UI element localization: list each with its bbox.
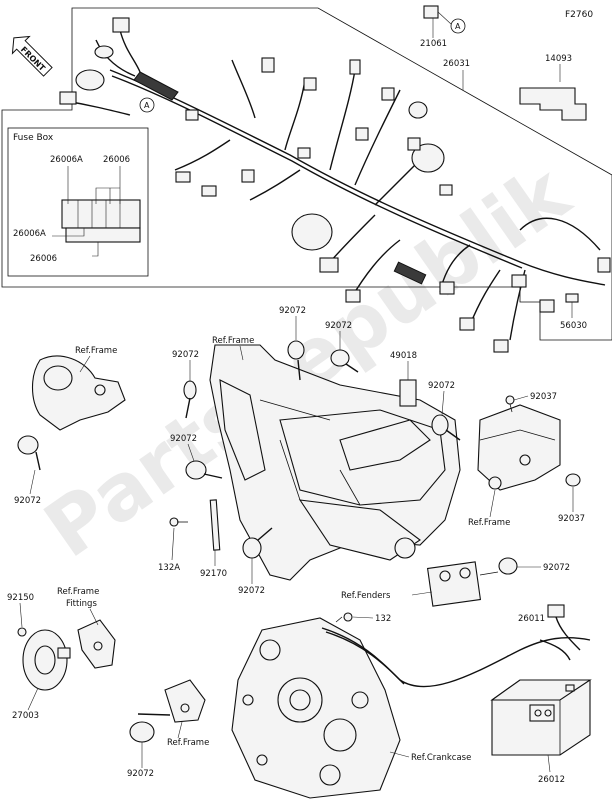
part-number-92170: 92170: [200, 569, 227, 579]
part-number-26011: 26011: [518, 614, 545, 624]
fuse-label-26006-top: 26006: [103, 155, 130, 165]
part-number-26012: 26012: [538, 775, 565, 785]
fuse-box-inset: [7, 127, 149, 277]
crankcase: [231, 617, 401, 799]
svg-text:A: A: [144, 101, 150, 110]
bracket-14093: [519, 87, 587, 121]
fuse-box-drawing: [52, 166, 141, 257]
relay-21061: [423, 5, 452, 38]
ref-frame-left: Ref.Frame: [75, 346, 117, 356]
horn-27003: [22, 629, 71, 691]
part-number-92150: 92150: [7, 593, 34, 603]
part-number-92072-top: 92072: [279, 306, 306, 316]
marker-a-top: A: [450, 18, 466, 34]
ref-crankcase: Ref.Crankcase: [411, 753, 471, 763]
part-number-92072-upper-right: 92072: [325, 321, 352, 331]
part-number-26031: 26031: [443, 59, 470, 69]
svg-text:A: A: [455, 22, 461, 31]
clamp-92072-top: [287, 340, 305, 381]
figure-id: F2760: [565, 10, 593, 20]
clamp-92072-right: [431, 414, 461, 441]
harness-panel-outline: [1, 7, 612, 341]
marker-a-harness: A: [139, 97, 155, 113]
part-number-92072-upper-left: 92072: [172, 350, 199, 360]
part-number-92072-fender: 92072: [543, 563, 570, 573]
battery-26012: [490, 679, 592, 756]
part-number-92037-top: 92037: [530, 392, 557, 402]
part-number-92072-lower: 92072: [238, 586, 265, 596]
bolt-132a: [169, 517, 188, 527]
nut-92150: [17, 627, 27, 637]
part-number-14093: 14093: [545, 54, 572, 64]
part-number-56030: 56030: [560, 321, 587, 331]
clip-92037-bottom: [565, 473, 581, 487]
frame-head-left: [31, 355, 126, 431]
fuse-label-26006a-left: 26006A: [13, 229, 46, 239]
part-number-92037-bottom: 92037: [558, 514, 585, 524]
bolt-132: [335, 612, 353, 623]
grommet-56030: [565, 293, 579, 303]
fuse-label-26006a-top: 26006A: [50, 155, 83, 165]
part-number-92072-mid-left: 92072: [170, 434, 197, 444]
part-number-132: 132: [375, 614, 391, 624]
part-49018: [399, 379, 417, 407]
front-arrow-icon: FRONT: [11, 35, 53, 77]
clamp-92072-lower: [242, 527, 273, 559]
fuse-label-26006-bottom: 26006: [30, 254, 57, 264]
fuse-box-title: Fuse Box: [13, 133, 54, 143]
part-number-92072-right: 92072: [428, 381, 455, 391]
part-number-132a: 132A: [158, 563, 180, 573]
ref-fenders: Ref.Fenders: [341, 591, 391, 601]
ref-frame-fittings-2: Fittings: [66, 599, 97, 609]
main-wiring-harness: [59, 29, 606, 341]
clamp-92072-left: [17, 435, 41, 471]
clamp-92072-bottom: [129, 713, 171, 743]
right-bracket-assembly: [477, 404, 561, 491]
harness-connectors: [59, 17, 611, 353]
part-number-27003: 27003: [12, 711, 39, 721]
part-number-92072-bottom: 92072: [127, 769, 154, 779]
clamp-92072-fender: [498, 557, 518, 575]
ref-frame-right: Ref.Frame: [468, 518, 510, 528]
ref-frame-bottom: Ref.Frame: [167, 738, 209, 748]
central-frame: [209, 344, 461, 581]
ref-frame-center: Ref.Frame: [212, 336, 254, 346]
ground-cable: [321, 627, 591, 688]
part-number-49018: 49018: [390, 351, 417, 361]
sensor-lower-left: [164, 679, 206, 723]
fender-relay-box: [426, 561, 499, 607]
horn-bracket: [77, 619, 116, 669]
clamp-92072-mid-left: [185, 460, 223, 480]
part-number-21061: 21061: [420, 39, 447, 49]
ref-frame-fittings-1: Ref.Frame: [57, 587, 99, 597]
tie-92170: [209, 499, 221, 551]
lead-26011: [539, 604, 581, 661]
part-number-92072-left: 92072: [14, 496, 41, 506]
